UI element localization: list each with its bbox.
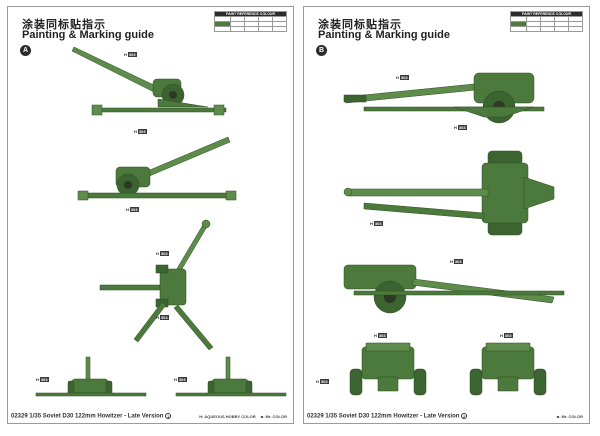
- page-footer: 02329 1/35 Soviet D30 122mm Howitzer - L…: [11, 413, 172, 420]
- paint-reference-table: PAINT REFERENCE COLOUR: [510, 11, 583, 32]
- page-title: Painting & Marking guide: [22, 29, 155, 41]
- page-title-chinese: 涂装同标贴指示: [318, 18, 402, 31]
- howitzer-front-view-2: [175, 356, 287, 397]
- instruction-page-a: 涂装同标贴指示 Painting & Marking guide A PAINT…: [7, 6, 294, 424]
- howitzer-front-view-1: [349, 342, 427, 396]
- scheme-badge: B: [316, 45, 327, 56]
- howitzer-front-view-2: [469, 342, 547, 396]
- howitzer-front-view-1: [35, 356, 147, 397]
- page-title-chinese: 涂装同标贴指示: [22, 18, 106, 31]
- howitzer-side-view-1: [71, 46, 227, 116]
- paint-reference-table: PAINT REFERENCE COLOUR: [214, 11, 287, 32]
- page-footer: 02329 1/35 Soviet D30 122mm Howitzer - L…: [307, 413, 468, 420]
- howitzer-top-view: [99, 219, 214, 351]
- color-legend: H: AQUEOUS HOBBY COLOR ■: Mr. COLOR: [199, 414, 287, 419]
- howitzer-side-view-2: [77, 136, 237, 201]
- howitzer-top-view: [343, 150, 555, 236]
- howitzer-side-view-2: [343, 264, 565, 314]
- instruction-page-b: 涂装同标贴指示 Painting & Marking guide B PAINT…: [303, 6, 590, 424]
- page-title: Painting & Marking guide: [318, 29, 451, 41]
- color-legend: ■: Mr. COLOR: [556, 414, 583, 419]
- howitzer-side-view-1: [343, 72, 545, 124]
- howitzer-views-a: [35, 46, 287, 397]
- howitzer-views-b: [343, 72, 565, 396]
- scheme-badge: A: [20, 45, 31, 56]
